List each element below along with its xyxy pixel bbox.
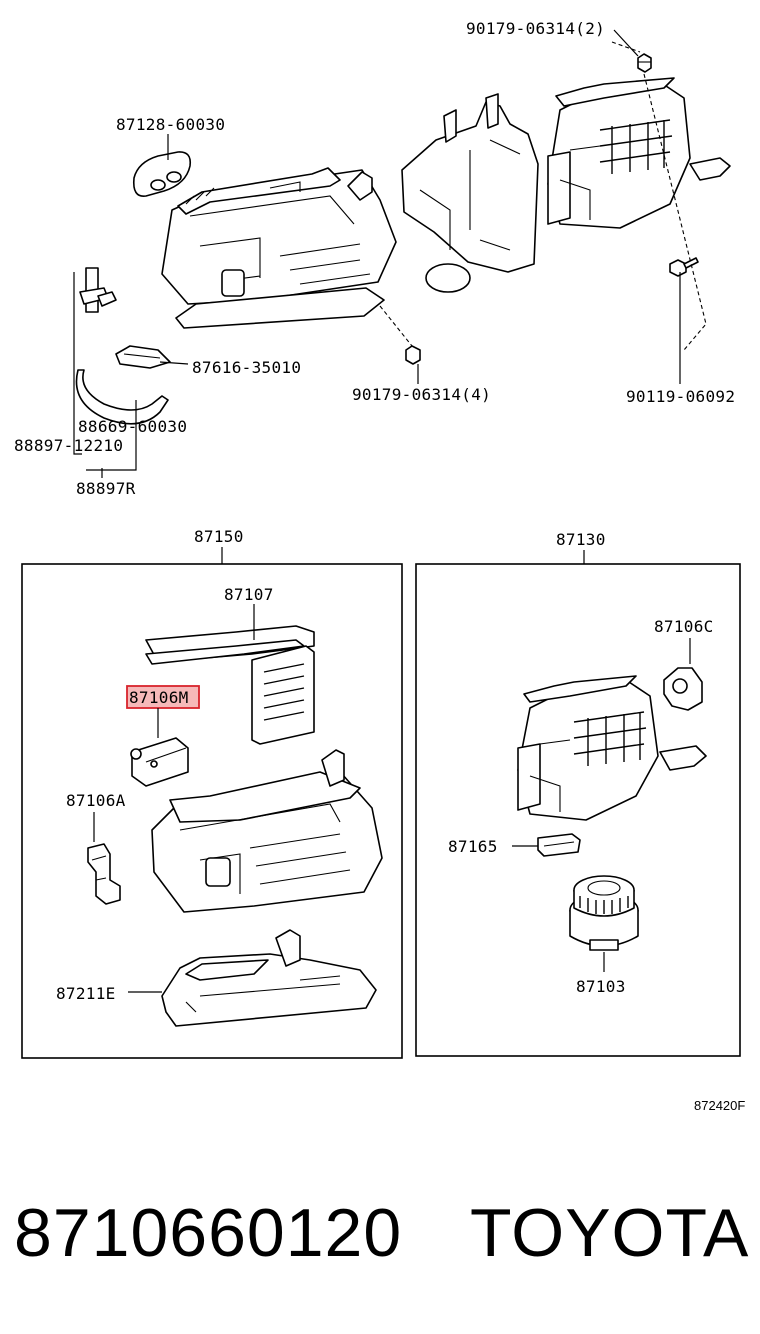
bolt-icon xyxy=(669,257,699,277)
clamp-label: 87616-35010 xyxy=(192,358,301,377)
blower-motor-icon xyxy=(569,875,639,951)
resistor-icon xyxy=(537,833,581,857)
resistor-label: 87165 xyxy=(448,837,498,856)
blower-motor-label: 87103 xyxy=(576,977,626,996)
blower-assy-label: 87130 xyxy=(556,530,606,549)
servo-c-icon xyxy=(663,667,703,711)
servo-c-label: 87106C xyxy=(654,617,714,636)
clamp-icon xyxy=(115,345,171,369)
bolt-label: 90119-06092 xyxy=(626,387,735,406)
brand: TOYOTA xyxy=(470,1195,749,1271)
screw-top-icon xyxy=(637,53,652,73)
heater-assy-frame xyxy=(21,563,403,1059)
blower-assembly-group: 87130 87106C 87165 xyxy=(415,530,741,1057)
nut-bottom-icon xyxy=(405,345,421,365)
blower-unit-top-icon xyxy=(547,77,731,229)
case-icon xyxy=(161,929,377,1027)
blower-case-icon xyxy=(517,675,707,821)
heater-assy-label: 87150 xyxy=(194,527,244,546)
seal-icon xyxy=(132,151,192,197)
seal-label: 87128-60030 xyxy=(116,115,225,134)
pipe-icon xyxy=(79,267,117,313)
servo-main-label: 87106M xyxy=(129,688,189,707)
part-number: 8710660120 xyxy=(14,1195,402,1271)
servo-main-icon xyxy=(130,737,189,787)
heater-unit-top-icon xyxy=(161,167,397,329)
blower-assy-frame xyxy=(415,563,741,1057)
servo-main-highlight xyxy=(126,685,200,709)
nut-bottom-label: 90179-06314(4) xyxy=(352,385,491,404)
heater-assembly-group: 87150 87107 87106M 87106A xyxy=(21,527,403,1059)
screw-top-label: 90179-06314(2) xyxy=(466,19,605,38)
pipe-label: 88897-12210 xyxy=(14,436,123,455)
heater-case-icon xyxy=(151,749,383,913)
top-exploded-view: 90179-06314(2) 87128-60030 87616-35010 9… xyxy=(14,19,735,498)
center-duct-icon xyxy=(401,93,539,293)
diagram-code: 872420F xyxy=(694,1098,745,1113)
heater-core-icon xyxy=(145,625,315,745)
hose-icon xyxy=(75,369,169,425)
heater-core-label: 87107 xyxy=(224,585,274,604)
hose-label: 88669-60030 xyxy=(78,417,187,436)
servo-a-label: 87106A xyxy=(66,791,126,810)
case-label: 87211E xyxy=(56,984,116,1003)
pipe-group-label: 88897R xyxy=(76,479,136,498)
servo-a-icon xyxy=(87,843,121,905)
